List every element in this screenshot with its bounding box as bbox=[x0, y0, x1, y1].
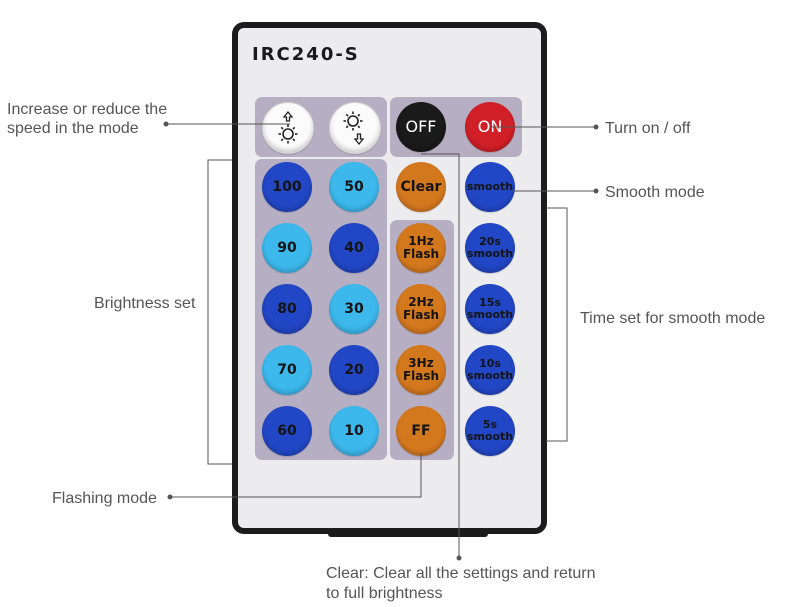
callout-dot-speed bbox=[163, 121, 169, 127]
brightness-40-button[interactable]: 40 bbox=[329, 223, 379, 273]
brightness-70-button[interactable]: 70 bbox=[262, 345, 312, 395]
smooth-button[interactable]: smooth bbox=[465, 162, 515, 212]
brightness-80-button[interactable]: 80 bbox=[262, 284, 312, 334]
model-name: IRC240-S bbox=[252, 44, 360, 65]
clear-button[interactable]: Clear bbox=[396, 162, 446, 212]
brightness-set-label: Brightness set bbox=[94, 295, 196, 312]
smooth-5s-button[interactable]: 5s smooth bbox=[465, 406, 515, 456]
callout-dot-flashing bbox=[167, 494, 173, 500]
time-set-label: Time set for smooth mode bbox=[580, 310, 766, 327]
brightness-100-button[interactable]: 100 bbox=[262, 162, 312, 212]
off-button[interactable]: OFF bbox=[396, 102, 446, 152]
smooth-20s-button[interactable]: 20s smooth bbox=[465, 223, 515, 273]
brightness-10-button[interactable]: 10 bbox=[329, 406, 379, 456]
remote-bottom-edge bbox=[328, 529, 488, 537]
smooth-15s-button[interactable]: 15s smooth bbox=[465, 284, 515, 334]
flash-3hz-button[interactable]: 3Hz Flash bbox=[396, 345, 446, 395]
flashing-mode-label: Flashing mode bbox=[52, 490, 157, 507]
brightness-60-button[interactable]: 60 bbox=[262, 406, 312, 456]
flash-1hz-button[interactable]: 1Hz Flash bbox=[396, 223, 446, 273]
brightness-90-button[interactable]: 90 bbox=[262, 223, 312, 273]
brightness-30-button[interactable]: 30 bbox=[329, 284, 379, 334]
flash-2hz-button[interactable]: 2Hz Flash bbox=[396, 284, 446, 334]
callout-dot-power bbox=[593, 124, 599, 130]
speed-label-line1: Increase or reduce the bbox=[7, 101, 168, 118]
speed-label-line2: speed in the mode bbox=[7, 120, 139, 137]
smooth-mode-label: Smooth mode bbox=[605, 184, 705, 201]
callout-dot-clear bbox=[456, 555, 462, 561]
speed-increase-button[interactable] bbox=[262, 102, 314, 154]
smooth-10s-button[interactable]: 10s smooth bbox=[465, 345, 515, 395]
sun-down-arrow-icon bbox=[343, 111, 365, 146]
turn-on-off-label: Turn on / off bbox=[605, 120, 691, 137]
ff-button[interactable]: FF bbox=[396, 406, 446, 456]
brightness-50-button[interactable]: 50 bbox=[329, 162, 379, 212]
callout-dot-smooth bbox=[593, 188, 599, 194]
clear-label-line2: to full brightness bbox=[326, 585, 443, 602]
speed-decrease-button[interactable] bbox=[329, 102, 381, 154]
brightness-20-button[interactable]: 20 bbox=[329, 345, 379, 395]
sun-up-arrow-icon bbox=[278, 110, 298, 144]
clear-label-line1: Clear: Clear all the settings and return bbox=[326, 565, 596, 582]
